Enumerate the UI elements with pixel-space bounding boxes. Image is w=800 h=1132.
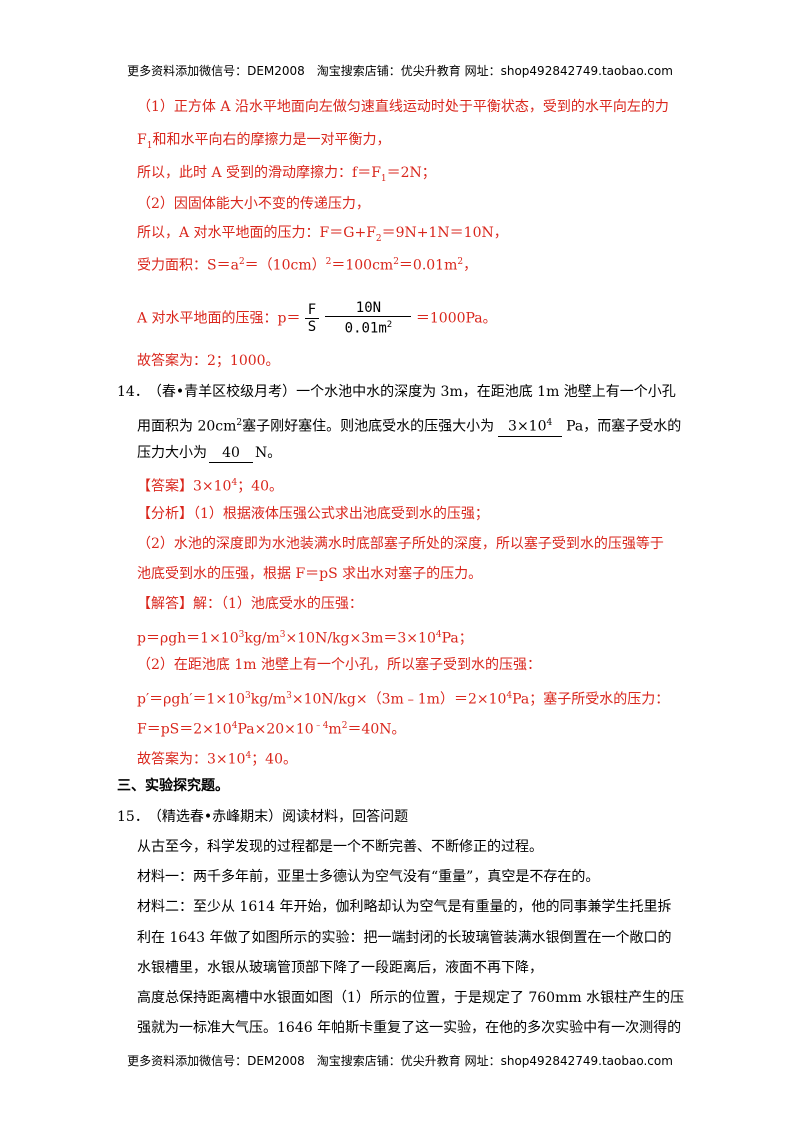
q14-solution-2: （2）在距池底 1m 池壁上有一个小孔，所以塞子受到水的压强： — [137, 657, 541, 673]
page-header: 更多资料添加微信号：DEM2008 淘宝搜索店铺：优尖升教育 网址：shop49… — [127, 64, 673, 78]
q15-line-8: 强就为一标准大气压。1646 年帕斯卡重复了这一实验，在他的多次实验中有一次测得… — [137, 1020, 682, 1036]
q13-line-8: 故答案为：2；1000。 — [137, 353, 280, 369]
q14-solution-1: 【解答】解：（1）池底受水的压强： — [137, 596, 363, 612]
section-title: 三、实验探究题。 — [117, 778, 229, 794]
q14-analysis-1: 【分析】（1）根据液体压强公式求出池底受到水的压强； — [137, 506, 489, 522]
q14-formula-2: p′＝ρgh′＝1×103kg/m3×10N/kg×（3m﹣1m）＝2×104P… — [137, 691, 670, 708]
page-footer: 更多资料添加微信号：DEM2008 淘宝搜索店铺：优尖升教育 网址：shop49… — [127, 1054, 673, 1068]
q14-line-1: 14．（春•青羊区校级月考）一个水池中水的深度为 3m，在距池底 1m 池壁上有… — [117, 384, 676, 400]
answer-blank-1: 3×104 — [498, 414, 563, 437]
q15-line-2: 从古至今，科学发现的过程都是一个不断完善、不断修正的过程。 — [137, 839, 543, 855]
q14-formula-3: F＝pS＝2×104Pa×20×10﹣4m2＝40N。 — [137, 721, 406, 738]
q15-line-6: 水银槽里，水银从玻璃管顶部下降了一段距离后，液面不再下降， — [137, 960, 543, 976]
q14-analysis-3: 池底受到水的压强，根据 F＝pS 求出水对塞子的压力。 — [137, 566, 483, 582]
q14-formula-1: p＝ρgh＝1×103kg/m3×10N/kg×3m＝3×104Pa； — [137, 630, 473, 647]
q14-analysis-2: （2）水池的深度即为水池装满水时底部塞子所处的深度，所以塞子受到水的压强等于 — [137, 536, 664, 552]
q13-line-2: F1和和水平向右的摩擦力是一对平衡力， — [137, 132, 391, 151]
q14-final-answer: 故答案为：3×104；40。 — [137, 751, 298, 768]
q14-answer: 【答案】3×104；40。 — [137, 478, 284, 495]
q13-line-4: （2）因固体能大小不变的传递压力， — [137, 196, 370, 212]
q13-line-6: 受力面积：S＝a2＝（10cm）2＝100cm2＝0.01m2， — [137, 257, 478, 274]
q15-line-7: 高度总保持距离槽中水银面如图（1）所示的位置，于是规定了 760mm 水银柱产生… — [137, 990, 685, 1006]
answer-blank-2: 40 — [209, 444, 253, 463]
q15-line-1: 15．（精选春•赤峰期末）阅读材料，回答问题 — [117, 809, 409, 825]
q13-line-3: 所以，此时 A 受到的滑动摩擦力：f＝F1＝2N； — [137, 165, 436, 184]
q15-line-4: 材料二：至少从 1614 年开始，伽利略却认为空气是有重量的，他的同事兼学生托里… — [137, 899, 672, 915]
q13-line-5: 所以，A 对水平地面的压力：F＝G+F2＝9N+1N＝10N， — [137, 225, 508, 244]
q15-line-5: 利在 1643 年做了如图所示的实验：把一端封闭的长玻璃管装满水银倒置在一个敞口… — [137, 930, 672, 946]
q13-line-1: （1）正方体 A 沿水平地面向左做匀速直线运动时处于平衡状态，受到的水平向左的力 — [137, 99, 669, 115]
q15-line-3: 材料一：两千多年前，亚里士多德认为空气没有“重量”，真空是不存在的。 — [137, 869, 600, 885]
